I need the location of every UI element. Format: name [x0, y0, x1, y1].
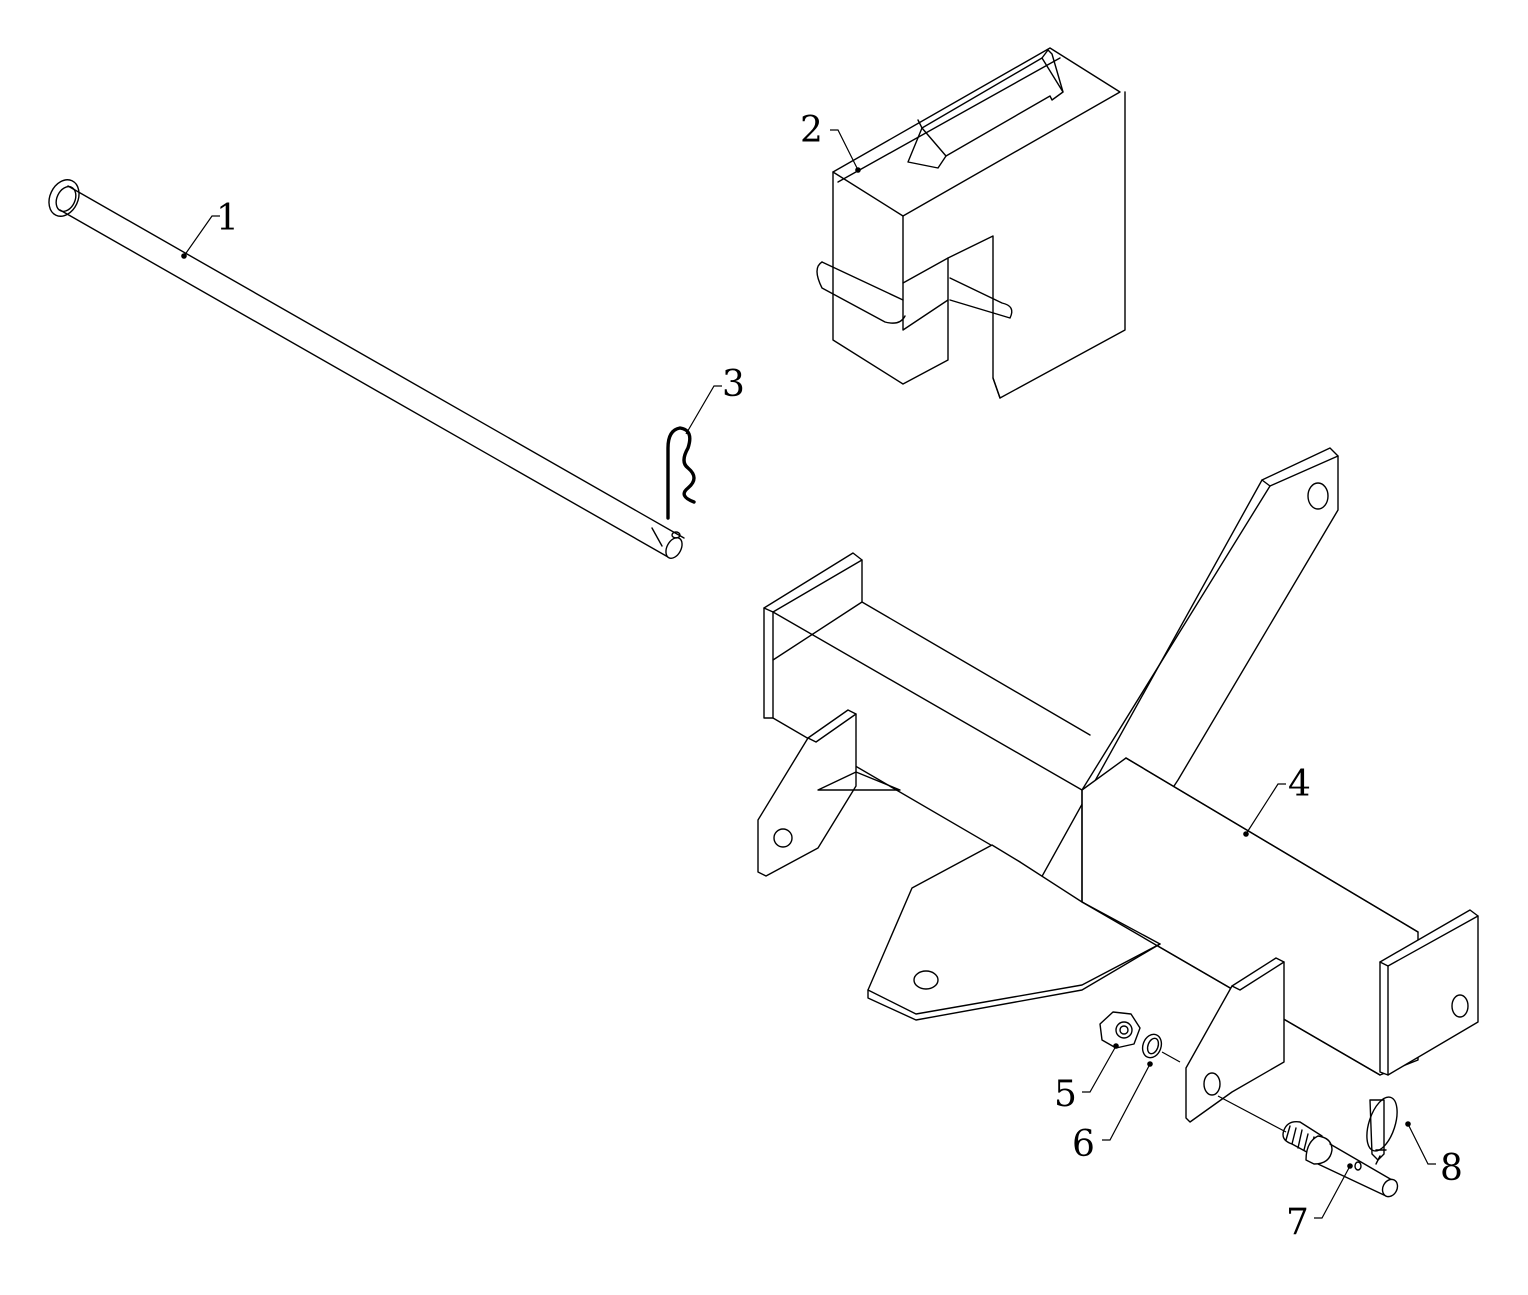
leader-3: [685, 385, 722, 435]
callout-5: 5: [1054, 1074, 1077, 1115]
callout-6: 6: [1072, 1124, 1095, 1165]
part-7-threaded-pin: [1217, 1095, 1399, 1198]
part-3-r-clip: [666, 426, 696, 520]
callout-7: 7: [1286, 1202, 1309, 1243]
part-8-linch-pin: [1366, 1096, 1398, 1165]
callout-1: 1: [216, 198, 239, 239]
leader-5: [1082, 1043, 1119, 1093]
callout-2: 2: [800, 110, 823, 151]
leader-6: [1102, 1061, 1153, 1141]
callout-8: 8: [1440, 1148, 1463, 1189]
leader-4: [1243, 783, 1286, 837]
leader-1: [181, 215, 220, 259]
part-4-frame: [757, 447, 1479, 1123]
callout-3: 3: [722, 364, 745, 405]
part-5-hex-nut: [1099, 1011, 1141, 1049]
callout-4: 4: [1288, 764, 1311, 805]
part-6-washer: [1141, 1033, 1181, 1063]
part-1-long-pin: [48, 179, 685, 559]
leader-8: [1405, 1121, 1436, 1165]
leader-7: [1314, 1163, 1353, 1219]
part-2-weight: [816, 47, 1126, 399]
leader-2: [830, 129, 861, 173]
